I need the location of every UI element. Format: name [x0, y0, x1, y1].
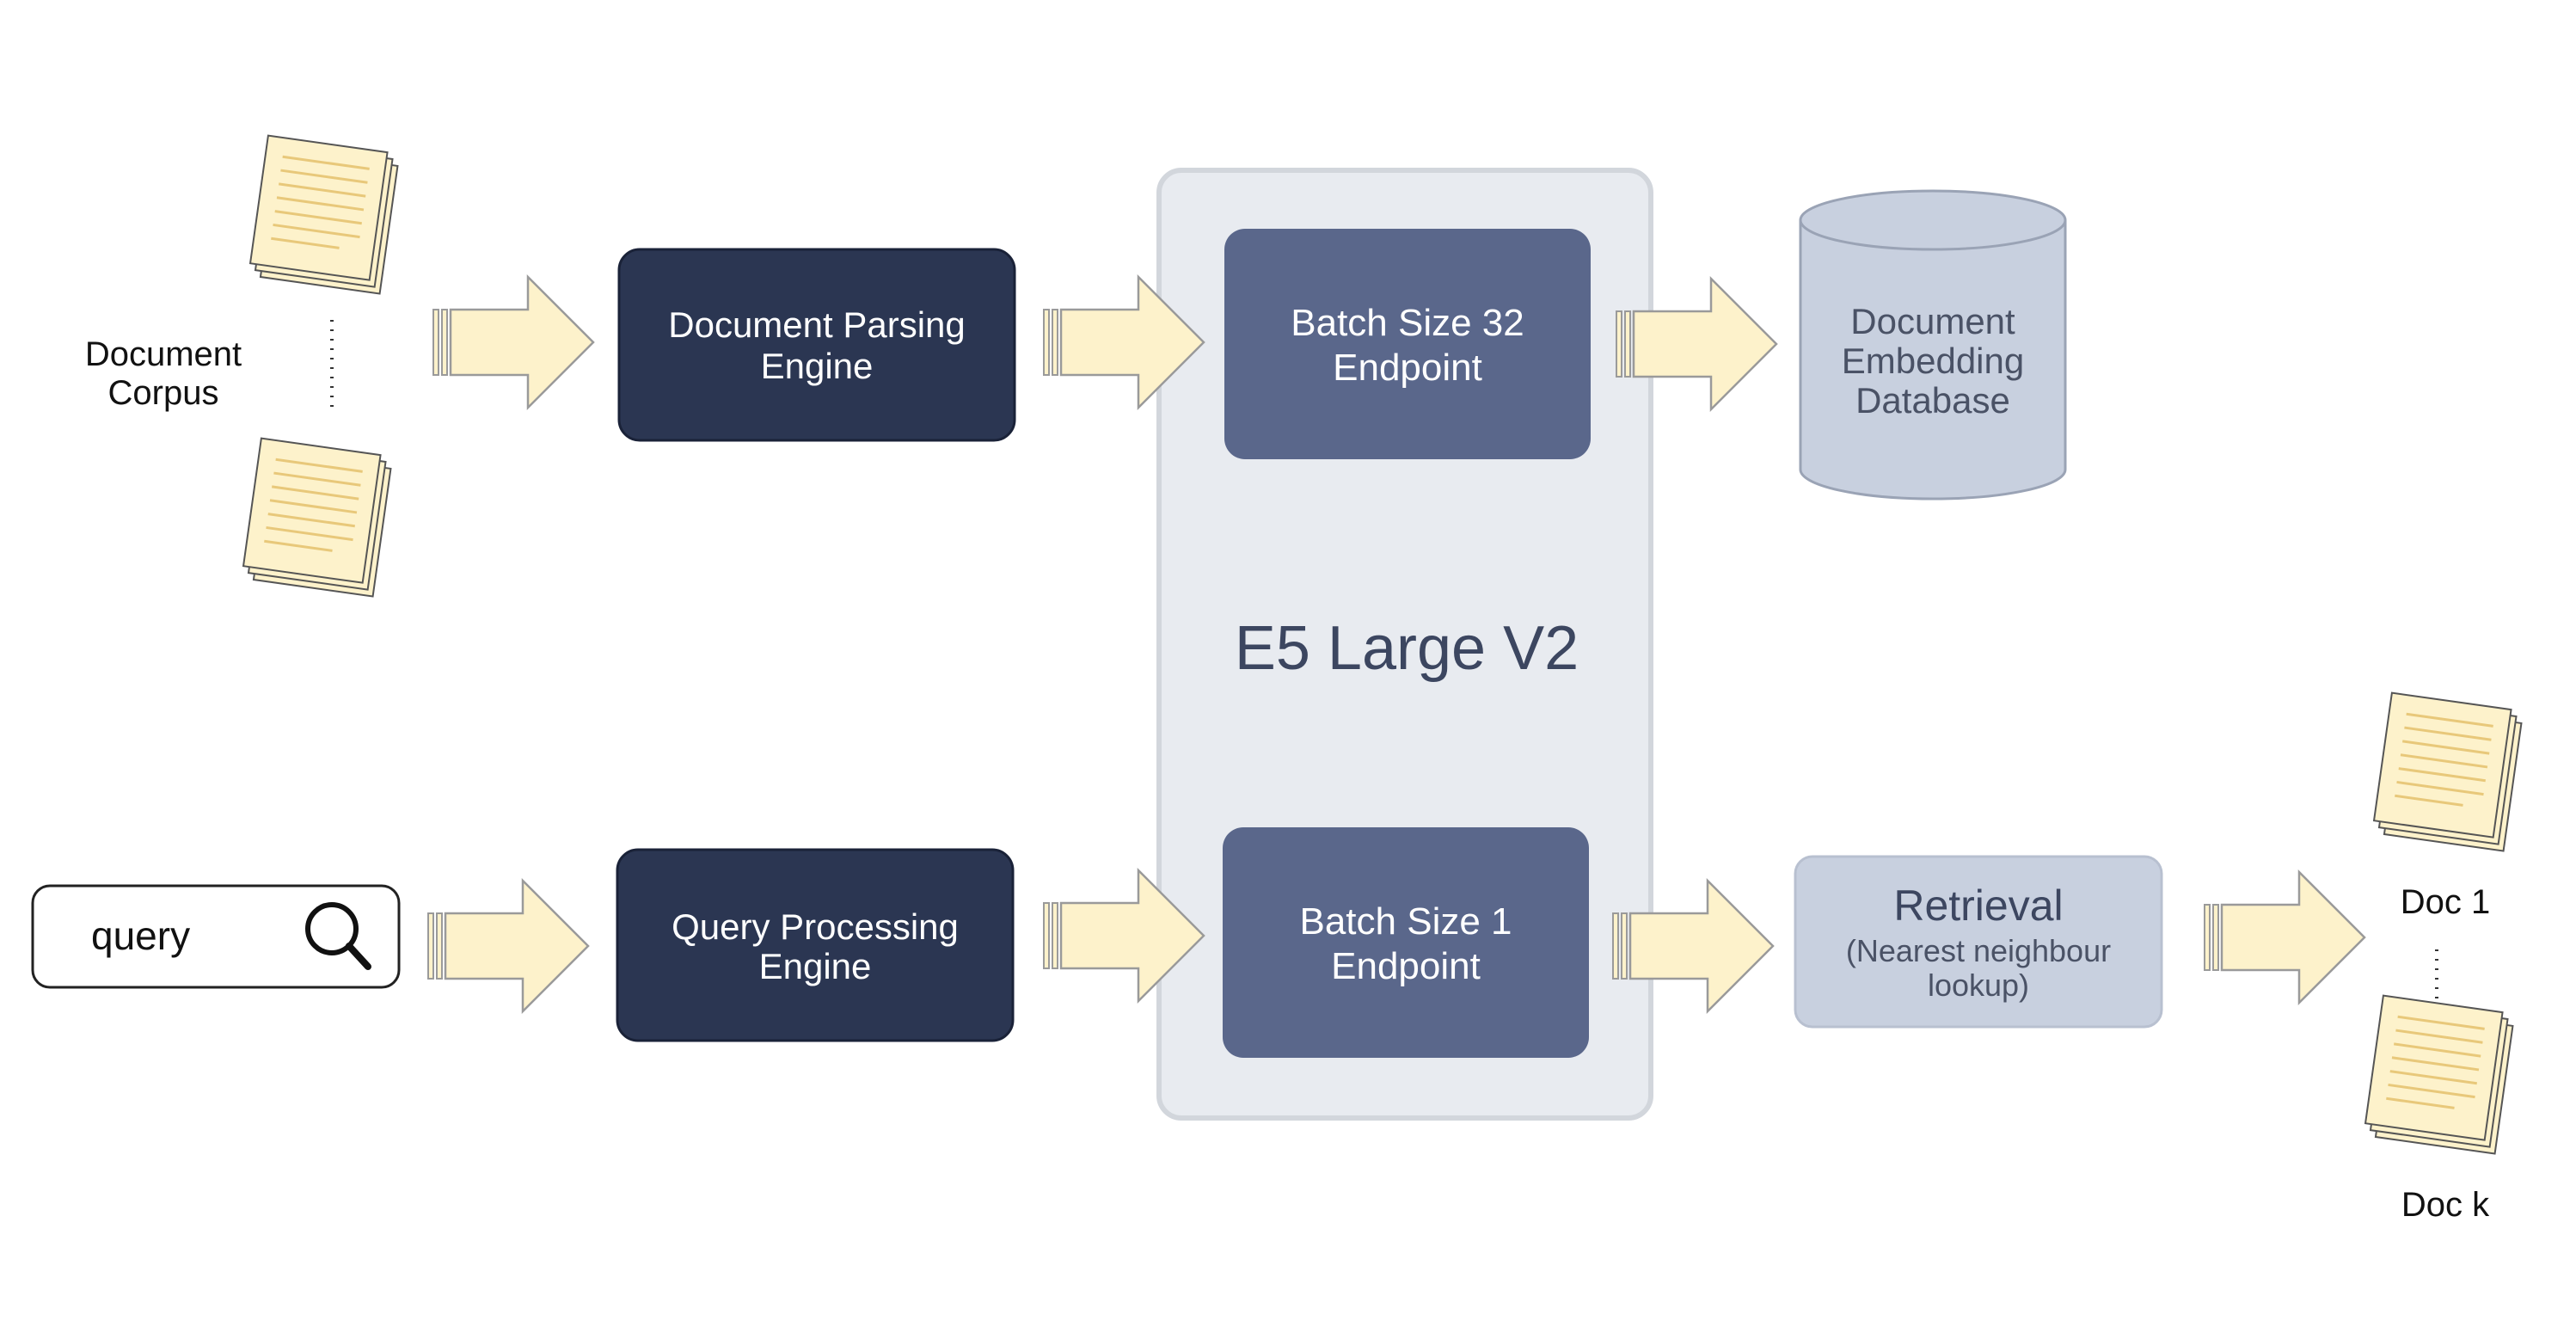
result-doc-1-label: Doc 1 — [2401, 883, 2491, 921]
document-parsing-label: Document Parsing — [668, 304, 966, 345]
retrieval-box — [1794, 855, 2163, 1029]
batch-1-label-2: Endpoint — [1331, 945, 1481, 987]
retrieval-subtitle: (Nearest neighbour — [1846, 933, 2111, 968]
corpus-label-2: Corpus — [108, 374, 219, 412]
document-parsing-engine — [617, 248, 1016, 442]
document-parsing-label-2: Engine — [761, 346, 874, 386]
batch-1-endpoint — [1223, 827, 1589, 1058]
search-input[interactable] — [31, 884, 401, 989]
document-stack-icon — [242, 437, 392, 598]
query-processing-label-2: Engine — [759, 946, 872, 986]
corpus-label: Document — [85, 335, 242, 373]
model-panel-title: E5 Large V2 — [1235, 614, 1579, 683]
batch-1-label: Batch Size 1 — [1299, 900, 1512, 943]
retrieval-title: Retrieval — [1893, 882, 2063, 930]
retrieval-subtitle-2: lookup) — [1928, 968, 2029, 1003]
magnifier-icon — [305, 902, 371, 970]
search-query-text: query — [91, 913, 190, 958]
cylinder-database-icon — [1799, 189, 2067, 501]
database-label: Document — [1850, 301, 2015, 341]
document-stack-icon — [248, 134, 399, 295]
block-arrow-icon — [2203, 870, 2366, 1004]
database-label-3: Database — [1855, 380, 2010, 421]
query-processing-label: Query Processing — [672, 906, 959, 947]
block-arrow-icon — [432, 275, 595, 409]
database-label-2: Embedding — [1842, 341, 2024, 381]
block-arrow-icon — [426, 879, 590, 1013]
document-stack-icon — [2364, 994, 2514, 1155]
result-doc-k-label: Doc k — [2401, 1186, 2490, 1224]
document-stack-icon — [2372, 691, 2523, 852]
batch-32-endpoint — [1224, 229, 1591, 459]
batch-32-label: Batch Size 32 — [1291, 302, 1524, 344]
batch-32-label-2: Endpoint — [1333, 347, 1482, 389]
query-processing-engine — [616, 848, 1015, 1042]
